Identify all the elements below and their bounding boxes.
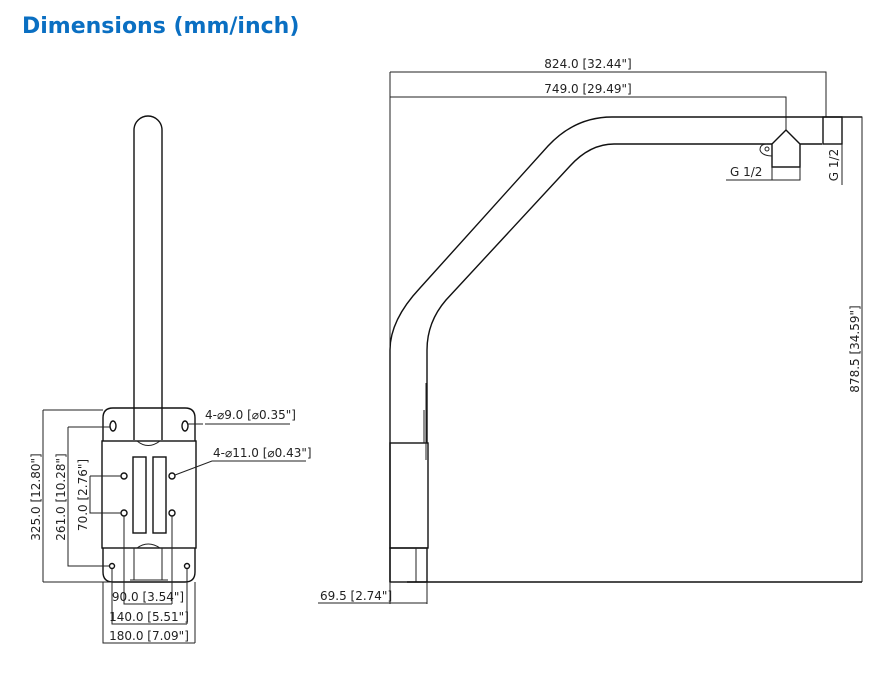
clamp-detail — [130, 440, 168, 581]
width-screws-label: 90.0 [3.54"] — [112, 590, 184, 604]
height-holes-label: 261.0 [10.28"] — [54, 453, 68, 540]
page-title: Dimensions (mm/inch) — [22, 14, 300, 39]
hole — [108, 562, 116, 570]
arm-outer — [389, 116, 862, 582]
keyhole — [181, 420, 189, 432]
mount-bracket — [771, 129, 822, 168]
screw-holes — [120, 472, 176, 517]
clamp-side — [389, 442, 429, 549]
length-total-label: 824.0 [32.44"] — [544, 57, 631, 71]
front-view: 4-⌀9.0 [⌀0.35"] 4-⌀11.0 [⌀0.43"] 325.0 [… — [29, 115, 312, 644]
hole — [183, 562, 191, 570]
base-side — [389, 547, 428, 583]
mount-plate-bottom — [102, 548, 196, 583]
mount-plate — [102, 407, 196, 441]
end-cap — [822, 116, 843, 145]
pole — [133, 115, 163, 440]
height-total-label: 325.0 [12.80"] — [29, 453, 43, 540]
thread-right-label: G 1/2 — [827, 149, 841, 181]
depth-base-label: 69.5 [2.74"] — [320, 589, 392, 603]
length-mount-label: 749.0 [29.49"] — [544, 82, 631, 96]
hole-small-label: 4-⌀9.0 [⌀0.35"] — [205, 408, 296, 422]
thread-left-label: G 1/2 — [730, 165, 762, 179]
height-total-label: 878.5 [34.59"] — [848, 305, 862, 392]
clamp-block — [101, 440, 197, 549]
slot — [152, 456, 167, 534]
width-total-label: 180.0 [7.09"] — [109, 629, 189, 643]
height-screws-label: 70.0 [2.76"] — [76, 459, 90, 531]
slot — [132, 456, 147, 534]
width-holes-label: 140.0 [5.51"] — [109, 610, 189, 624]
keyhole — [109, 420, 117, 432]
arm-inner — [426, 143, 772, 443]
side-view: 824.0 [32.44"] 749.0 [29.49"] G 1/2 G 1/… — [318, 57, 863, 604]
hole-large-label: 4-⌀11.0 [⌀0.43"] — [213, 446, 312, 460]
